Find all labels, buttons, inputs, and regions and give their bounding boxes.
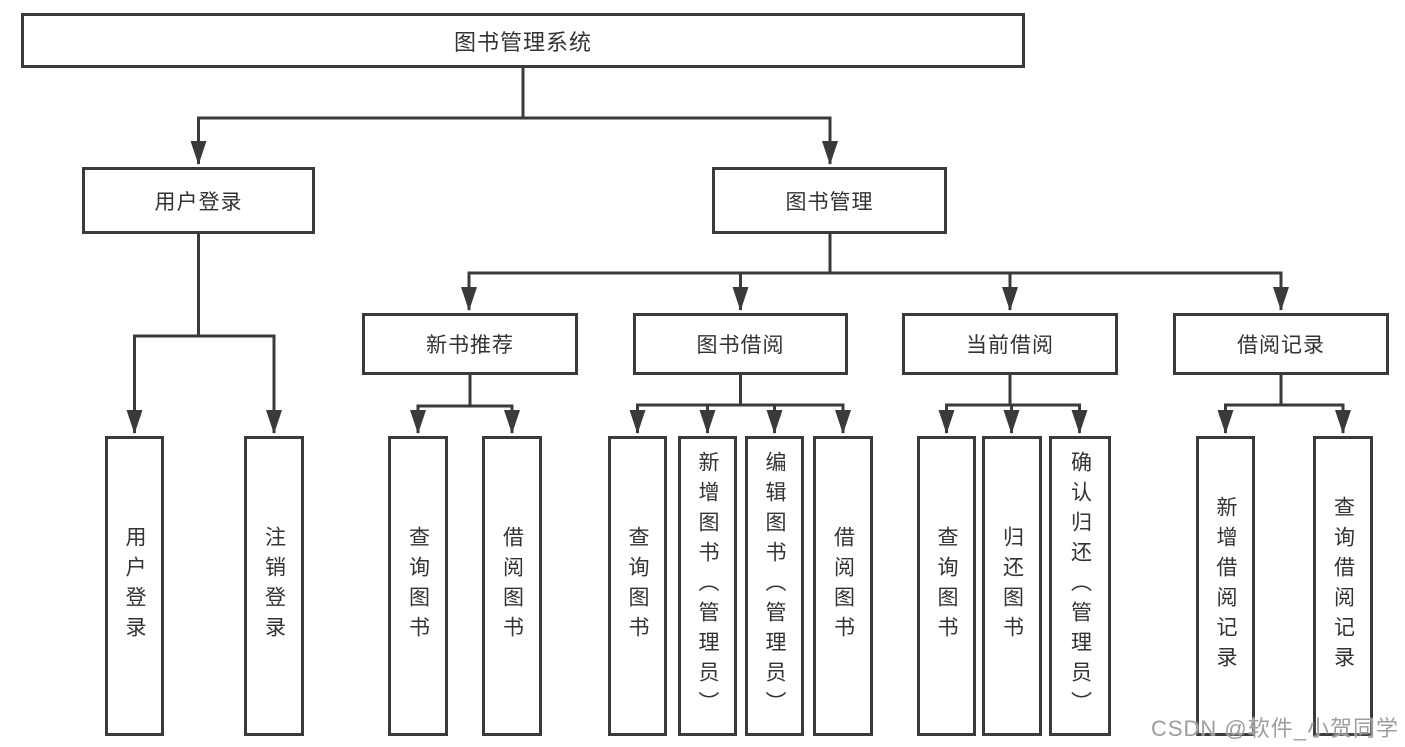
leaf-query-books-recommend-label: 查询图书: [406, 526, 430, 646]
node-library-system: 图书管理系统: [21, 13, 1025, 68]
node-library-system-label: 图书管理系统: [453, 29, 592, 55]
node-book-borrowing: 图书借阅: [633, 313, 848, 375]
leaf-borrow-books-recommend: 借阅图书: [482, 436, 542, 736]
leaf-add-books-admin: 新增图书（管理员）: [678, 436, 737, 736]
connector-root-trunk: [197, 68, 832, 120]
leaf-confirm-return-admin-label: 确认归还（管理员）: [1068, 451, 1092, 721]
node-current-borrowing: 当前借阅: [902, 313, 1118, 375]
connector-records-trunk: [1224, 375, 1345, 407]
leaf-add-books-admin-label: 新增图书（管理员）: [696, 451, 719, 721]
node-current-borrowing-label: 当前借阅: [966, 334, 1054, 357]
leaf-query-books-recommend: 查询图书: [388, 436, 448, 736]
leaf-edit-books-admin-label: 编辑图书（管理员）: [763, 451, 786, 721]
connector-bookmgmt-trunk: [467, 234, 1283, 275]
leaf-borrow-books-label: 借阅图书: [831, 526, 855, 646]
node-book-borrowing-label: 图书借阅: [696, 334, 785, 357]
leaf-edit-books-admin: 编辑图书（管理员）: [745, 436, 804, 736]
node-borrowing-records-label: 借阅记录: [1237, 334, 1325, 357]
connector-userlogin-trunk: [133, 234, 276, 338]
leaf-add-borrow-record: 新增借阅记录: [1196, 436, 1255, 736]
leaf-query-books-current-label: 查询图书: [935, 526, 958, 646]
node-book-management: 图书管理: [712, 167, 947, 234]
connector-current-trunk: [945, 375, 1081, 407]
node-borrowing-records: 借阅记录: [1173, 313, 1389, 375]
leaf-borrow-books: 借阅图书: [813, 436, 873, 736]
leaf-query-books-current: 查询图书: [917, 436, 976, 736]
connector-newbook-trunk: [416, 375, 514, 408]
node-book-management-label: 图书管理: [785, 190, 874, 214]
connector-borrowing-trunk: [636, 375, 845, 407]
leaf-return-books-label: 归还图书: [1000, 526, 1024, 646]
leaf-query-borrow-record: 查询借阅记录: [1313, 436, 1373, 736]
leaf-borrow-books-recommend-label: 借阅图书: [500, 526, 524, 646]
leaf-query-books-borrowing-label: 查询图书: [626, 526, 649, 646]
watermark: CSDN @软件_小贺同学: [1150, 716, 1399, 741]
leaf-confirm-return-admin: 确认归还（管理员）: [1049, 436, 1111, 736]
node-new-book-recommendation-label: 新书推荐: [426, 334, 514, 357]
leaf-query-borrow-record-label: 查询借阅记录: [1331, 496, 1355, 676]
leaf-add-borrow-record-label: 新增借阅记录: [1214, 496, 1237, 676]
leaf-logout-label: 注销登录: [262, 526, 286, 646]
leaf-return-books: 归还图书: [982, 436, 1042, 736]
leaf-user-login-label: 用户登录: [123, 526, 146, 646]
node-user-login-label: 用户登录: [154, 190, 243, 214]
node-new-book-recommendation: 新书推荐: [362, 313, 578, 375]
leaf-user-login: 用户登录: [105, 436, 164, 736]
leaf-logout: 注销登录: [244, 436, 304, 736]
node-user-login: 用户登录: [82, 167, 315, 234]
leaf-query-books-borrowing: 查询图书: [608, 436, 667, 736]
